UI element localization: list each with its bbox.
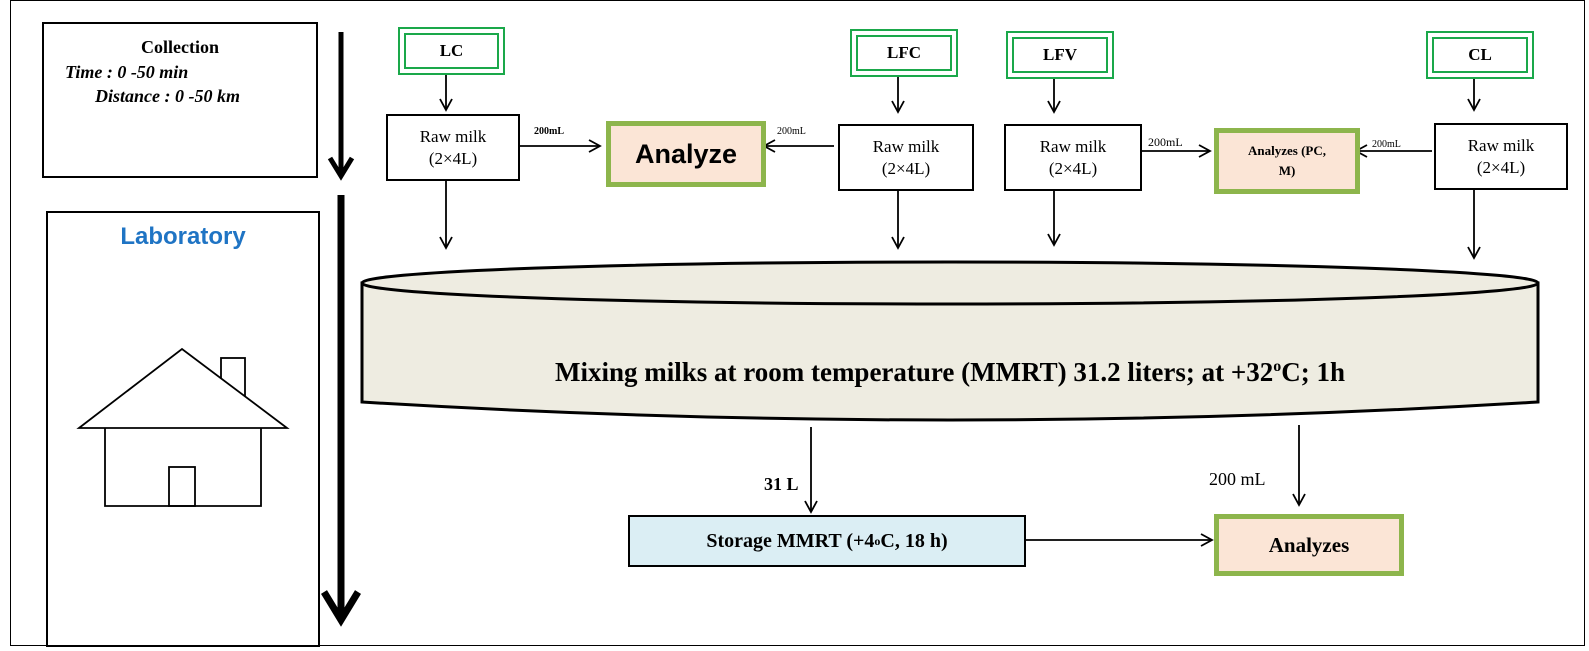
raw-milk-lfc: Raw milk (2×4L) xyxy=(838,124,974,191)
source-cl: CL xyxy=(1426,31,1534,79)
mixing-text-after: C; 1h xyxy=(1281,357,1346,387)
sample-label-lfc: 200mL xyxy=(777,126,806,137)
volume-31-label: 31 L xyxy=(764,474,799,494)
sample-label-lc: 200mL xyxy=(534,126,564,137)
timeline-arrow-collection-head xyxy=(327,156,355,181)
diagram-frame xyxy=(10,0,1585,646)
analyzes-pcm-line1: Analyzes (PC, xyxy=(1248,143,1326,158)
house-icon xyxy=(76,347,290,507)
sample-label-cl: 200mL xyxy=(1372,139,1401,150)
raw-milk-cl-line1: Raw milk xyxy=(1467,135,1535,155)
collection-distance: Distance : 0 -50 km xyxy=(95,86,240,106)
mixing-text-before: Mixing milks at room temperature (MMRT) … xyxy=(554,357,1274,387)
source-cl-label: CL xyxy=(1432,37,1528,73)
source-lc-label: LC xyxy=(404,33,499,69)
analyze-label: Analyze xyxy=(634,138,738,169)
raw-milk-lc-line2: (2×4L) xyxy=(428,148,478,168)
sample-label-lfv: 200mL xyxy=(1148,135,1183,149)
analyzes-final-label: Analyzes xyxy=(1268,532,1350,557)
collection-time: Time : 0 -50 min xyxy=(65,62,189,82)
raw-milk-lfv-line2: (2×4L) xyxy=(1048,158,1098,178)
mixing-tank-body xyxy=(360,281,1540,422)
laboratory-box: Laboratory xyxy=(46,211,320,647)
source-lfv-label: LFV xyxy=(1012,37,1108,73)
mixing-tank-top xyxy=(360,260,1540,306)
laboratory-title: Laboratory xyxy=(120,223,246,250)
mixing-degree-sup: o xyxy=(1273,358,1282,375)
timeline-arrow-laboratory-head xyxy=(321,590,361,627)
analyzes-final-box: Analyzes xyxy=(1214,514,1404,576)
analyzes-pcm-box: Analyzes (PC, M) xyxy=(1214,128,1360,194)
collection-title: Collection xyxy=(141,37,219,57)
volume-200-label: 200 mL xyxy=(1209,469,1266,489)
source-lc: LC xyxy=(398,27,505,75)
raw-milk-lc-line1: Raw milk xyxy=(419,126,487,146)
raw-milk-cl-line2: (2×4L) xyxy=(1476,157,1526,177)
raw-milk-lfv: Raw milk (2×4L) xyxy=(1004,124,1142,191)
source-lfv: LFV xyxy=(1006,31,1114,79)
storage-text-after: C, 18 h) xyxy=(880,529,948,552)
analyzes-pcm-line2: M) xyxy=(1278,163,1296,178)
raw-milk-cl: Raw milk (2×4L) xyxy=(1434,123,1568,190)
raw-milk-lfc-line1: Raw milk xyxy=(872,136,940,156)
mixing-label: Mixing milks at room temperature (MMRT) … xyxy=(362,357,1538,388)
raw-milk-lfc-line2: (2×4L) xyxy=(881,158,931,178)
storage-degree-sup: o xyxy=(874,533,881,548)
raw-milk-lc: Raw milk (2×4L) xyxy=(386,114,520,181)
analyze-box: Analyze xyxy=(606,121,766,187)
source-lfc-label: LFC xyxy=(856,35,952,71)
raw-milk-lfv-line1: Raw milk xyxy=(1039,136,1107,156)
collection-box: Collection Time : 0 -50 min Distance : 0… xyxy=(42,22,318,178)
source-lfc: LFC xyxy=(850,29,958,77)
storage-text-before: Storage MMRT (+4 xyxy=(706,529,875,552)
